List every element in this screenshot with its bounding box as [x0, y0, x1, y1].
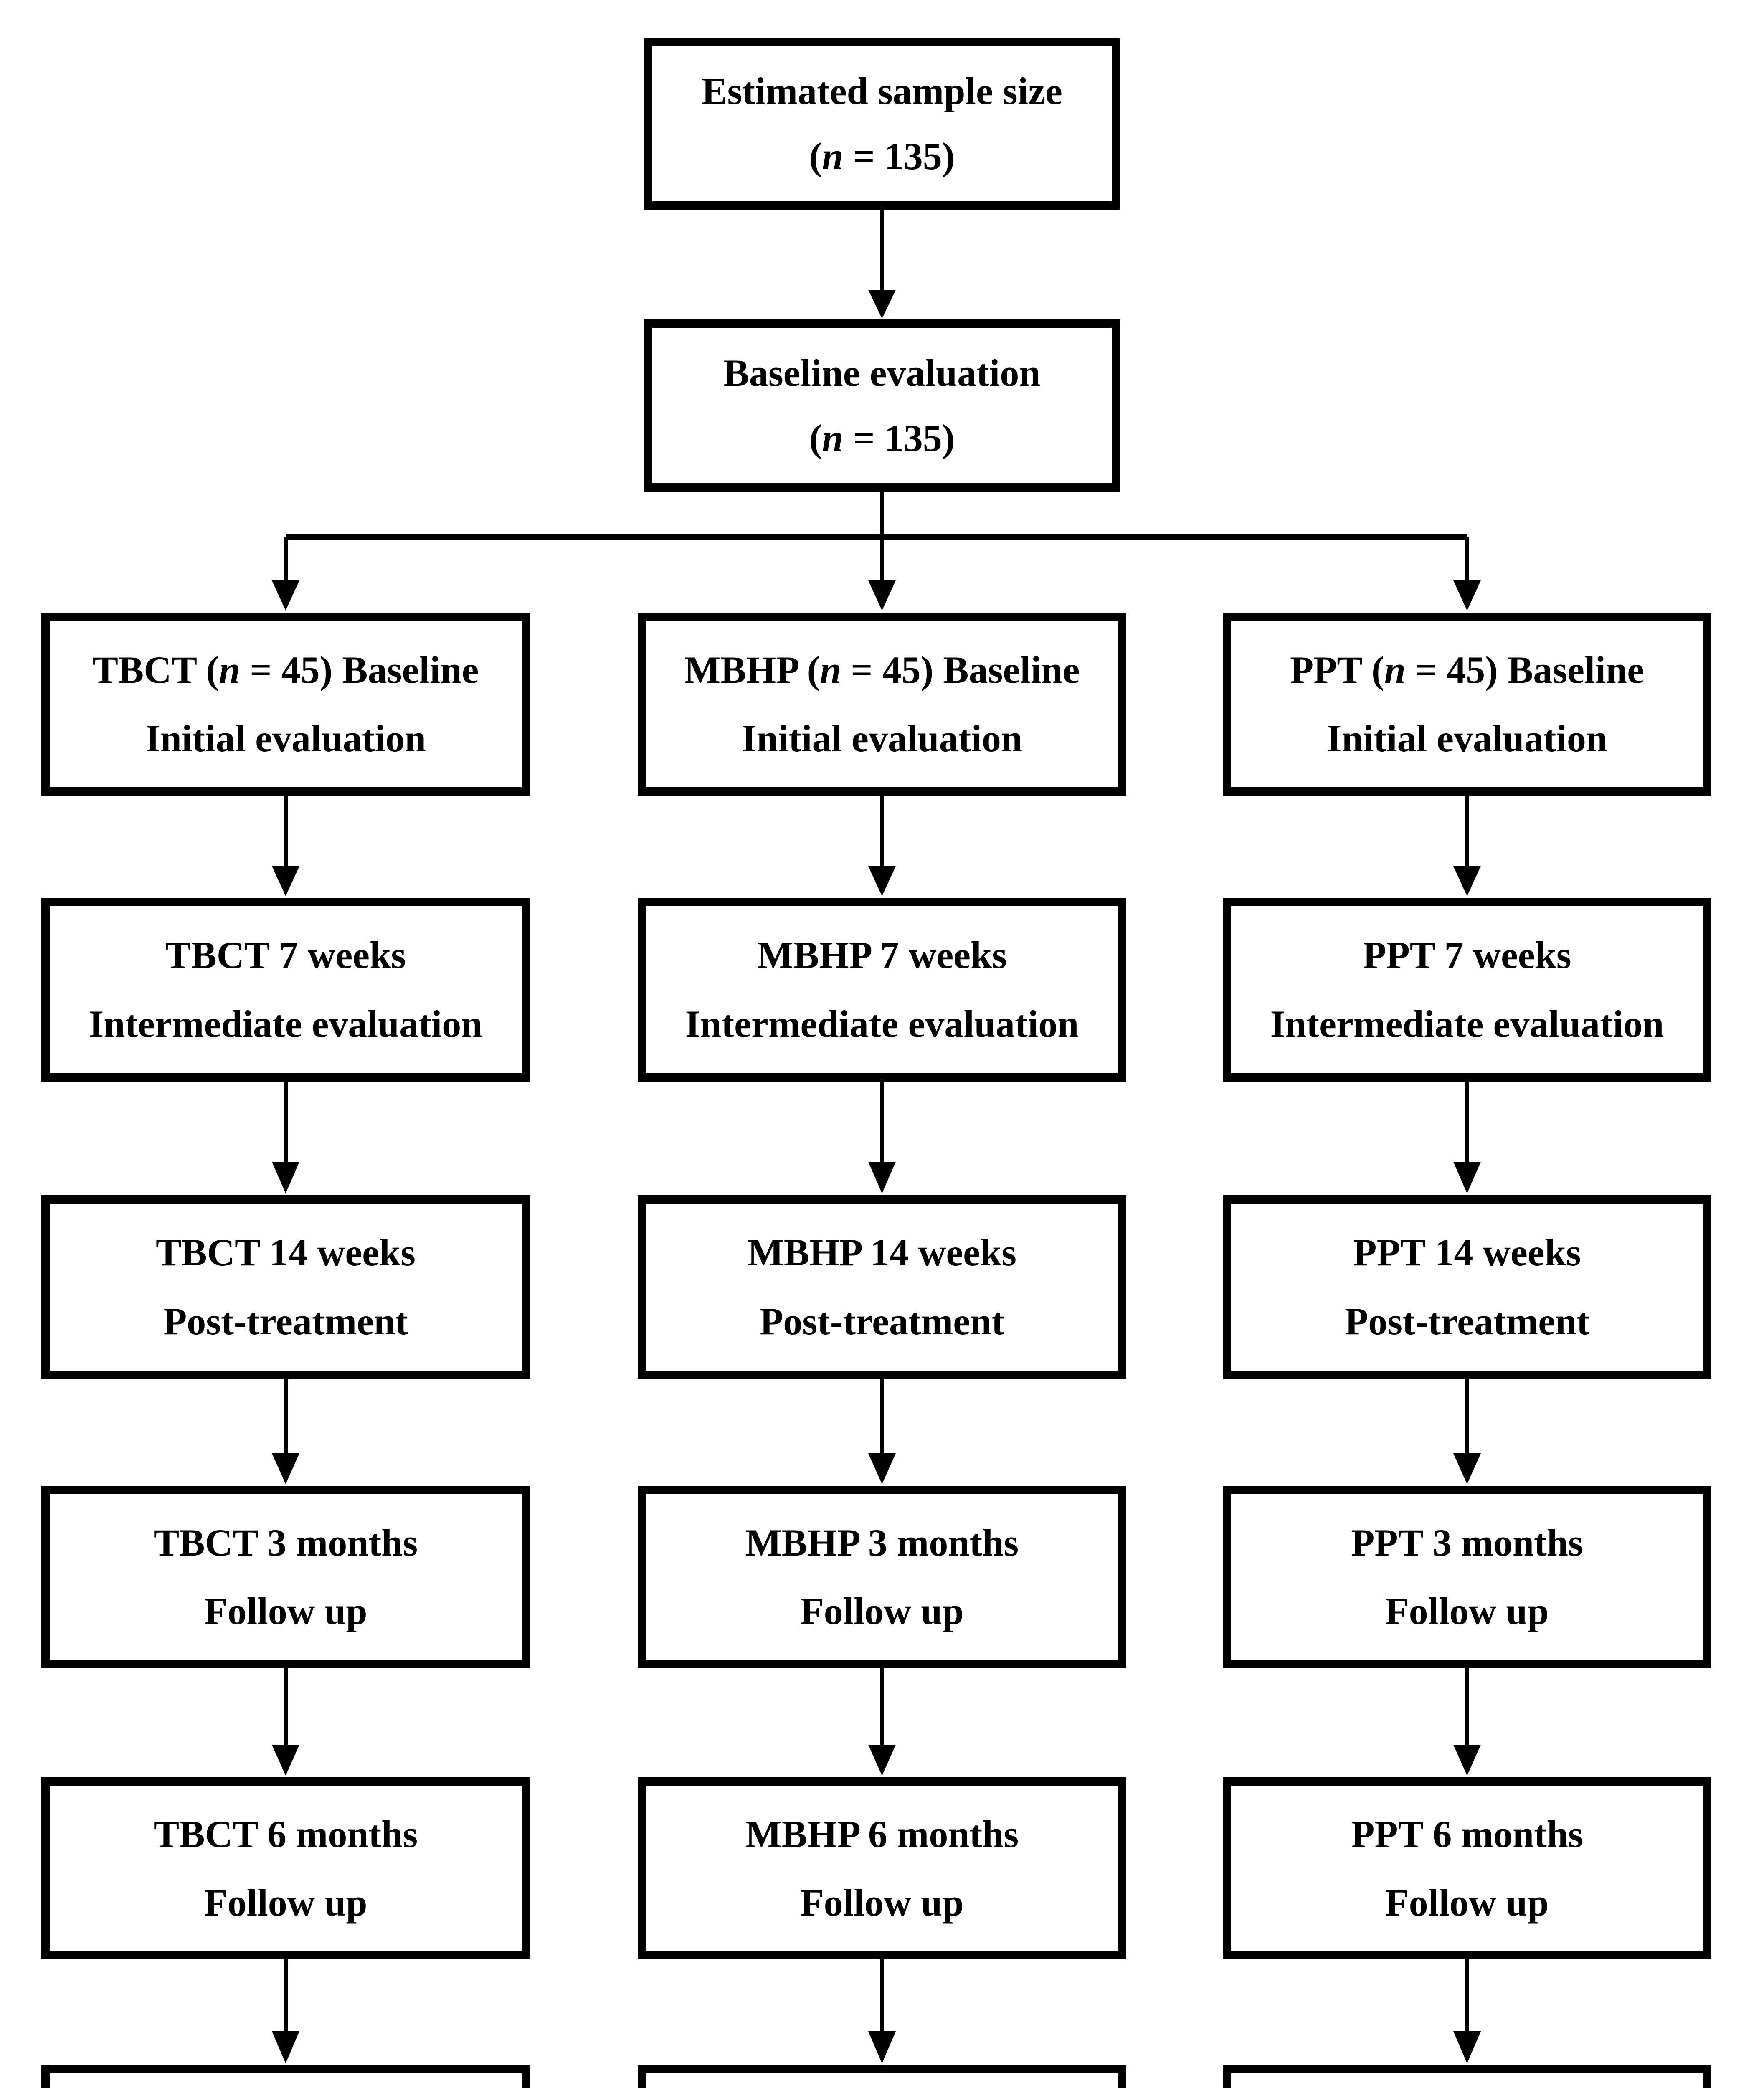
node-line: PPT 7 weeks [1363, 933, 1571, 976]
node-line: PPT 14 weeks [1353, 1231, 1581, 1274]
node-tbct-3-months: TBCT 3 months Follow up [41, 1486, 530, 1668]
arrowhead-icon [272, 1453, 299, 1484]
node-line: TBCT 6 months [153, 1812, 418, 1855]
arrowhead-icon [868, 866, 896, 896]
node-line: PPT (n = 45) Baseline [1290, 648, 1645, 691]
node-tbct-7-weeks: TBCT 7 weeks Intermediate evaluation [41, 898, 530, 1082]
node-tbct-baseline: TBCT (n = 45) Baseline Initial evaluatio… [41, 613, 530, 796]
node-line: (n = 135) [809, 416, 955, 459]
node-ppt-7-weeks: PPT 7 weeks Intermediate evaluation [1223, 898, 1711, 1082]
arrow-branch-to-tbct [272, 537, 299, 611]
node-mbhp-3-months: MBHP 3 months Follow up [638, 1486, 1126, 1668]
node-line: Baseline evaluation [723, 351, 1041, 394]
node-line: TBCT 3 months [153, 1521, 418, 1564]
arrowhead-icon [868, 290, 896, 319]
node-line: Intermediate evaluation [685, 1003, 1079, 1046]
node-line: MBHP 7 weeks [757, 933, 1007, 976]
arrowhead-icon [1453, 580, 1481, 611]
arrowhead-icon [272, 580, 299, 611]
node-line: PPT 3 months [1351, 1521, 1583, 1564]
arrowhead-icon [1453, 1745, 1481, 1776]
node-line: Follow up [800, 1589, 964, 1632]
node-tbct-6-months: TBCT 6 months Follow up [41, 1777, 530, 1959]
arrow-tbct-1 [272, 796, 299, 896]
arrowhead-icon [272, 2031, 299, 2063]
arrow-root-to-baseline [868, 210, 896, 319]
arrowhead-icon [1453, 2031, 1481, 2063]
arrow-tbct-3 [272, 1379, 299, 1484]
node-ppt-baseline: PPT (n = 45) Baseline Initial evaluation [1223, 613, 1711, 796]
node-line: Follow up [204, 1881, 368, 1924]
node-mbhp-baseline: MBHP (n = 45) Baseline Initial evaluatio… [638, 613, 1126, 796]
node-line: Intermediate evaluation [1270, 1003, 1664, 1046]
node-line: Follow up [1385, 1881, 1549, 1924]
arrowhead-icon [868, 1162, 896, 1194]
node-line: TBCT (n = 45) Baseline [92, 648, 479, 691]
arrow-ppt-5 [1453, 1959, 1481, 2063]
node-line: TBCT 7 weeks [165, 933, 406, 976]
node-tbct-12-months: TBCT 12 months Follow up [41, 2065, 530, 2088]
arrow-tbct-2 [272, 1082, 299, 1194]
node-ppt-3-months: PPT 3 months Follow up [1223, 1486, 1711, 1668]
node-tbct-14-weeks: TBCT 14 weeks Post-treatment [41, 1195, 530, 1379]
node-mbhp-7-weeks: MBHP 7 weeks Intermediate evaluation [638, 898, 1126, 1082]
arrow-branch-to-mbhp [868, 537, 896, 611]
arrow-mbhp-5 [868, 1959, 896, 2063]
arrowhead-icon [272, 1745, 299, 1776]
arrowhead-icon [272, 866, 299, 896]
arrowhead-icon [868, 1453, 896, 1484]
node-line: MBHP 14 weeks [748, 1231, 1016, 1274]
arrowhead-icon [868, 2031, 896, 2063]
node-line: Follow up [800, 1881, 964, 1924]
node-ppt-12-months: TBCT 12 months Follow up [1223, 2065, 1711, 2088]
arrow-ppt-3 [1453, 1379, 1481, 1484]
node-mbhp-14-weeks: MBHP 14 weeks Post-treatment [638, 1195, 1126, 1379]
arrowhead-icon [868, 580, 896, 611]
node-line: MBHP 6 months [745, 1812, 1019, 1855]
node-line: PPT 6 months [1351, 1812, 1583, 1855]
arrowhead-icon [1453, 1453, 1481, 1484]
arrow-branch-to-ppt [1453, 537, 1481, 611]
node-line: MBHP 3 months [745, 1521, 1019, 1564]
node-mbhp-12-months: MBHP 12 months Follow up [638, 2065, 1126, 2088]
arrow-ppt-2 [1453, 1082, 1481, 1194]
arrow-mbhp-4 [868, 1668, 896, 1776]
node-line: Post-treatment [760, 1300, 1004, 1343]
node-ppt-6-months: PPT 6 months Follow up [1223, 1777, 1711, 1959]
node-mbhp-6-months: MBHP 6 months Follow up [638, 1777, 1126, 1959]
node-line: Follow up [204, 1589, 368, 1632]
node-baseline-evaluation: Baseline evaluation (n = 135) [644, 319, 1120, 492]
node-estimated-sample-size: Estimated sample size (n = 135) [644, 38, 1120, 210]
node-line: MBHP (n = 45) Baseline [684, 648, 1080, 691]
node-line: Initial evaluation [145, 717, 426, 760]
node-line: Initial evaluation [741, 717, 1023, 760]
arrowhead-icon [272, 1162, 299, 1194]
arrow-tbct-5 [272, 1959, 299, 2063]
node-line: Initial evaluation [1326, 717, 1608, 760]
arrowhead-icon [868, 1745, 896, 1776]
arrowhead-icon [1453, 866, 1481, 896]
node-ppt-14-weeks: PPT 14 weeks Post-treatment [1223, 1195, 1711, 1379]
arrow-ppt-4 [1453, 1668, 1481, 1776]
node-line: Follow up [1385, 1589, 1549, 1632]
arrow-mbhp-2 [868, 1082, 896, 1194]
node-line: (n = 135) [809, 134, 955, 177]
node-line: Post-treatment [163, 1300, 408, 1343]
node-line: Post-treatment [1345, 1300, 1589, 1343]
arrow-ppt-1 [1453, 796, 1481, 896]
arrowhead-icon [1453, 1162, 1481, 1194]
arrow-tbct-4 [272, 1668, 299, 1776]
arrow-mbhp-3 [868, 1379, 896, 1484]
arrow-mbhp-1 [868, 796, 896, 896]
node-line: TBCT 14 weeks [156, 1231, 416, 1274]
node-line: Intermediate evaluation [89, 1003, 483, 1046]
node-line: Estimated sample size [702, 69, 1062, 112]
